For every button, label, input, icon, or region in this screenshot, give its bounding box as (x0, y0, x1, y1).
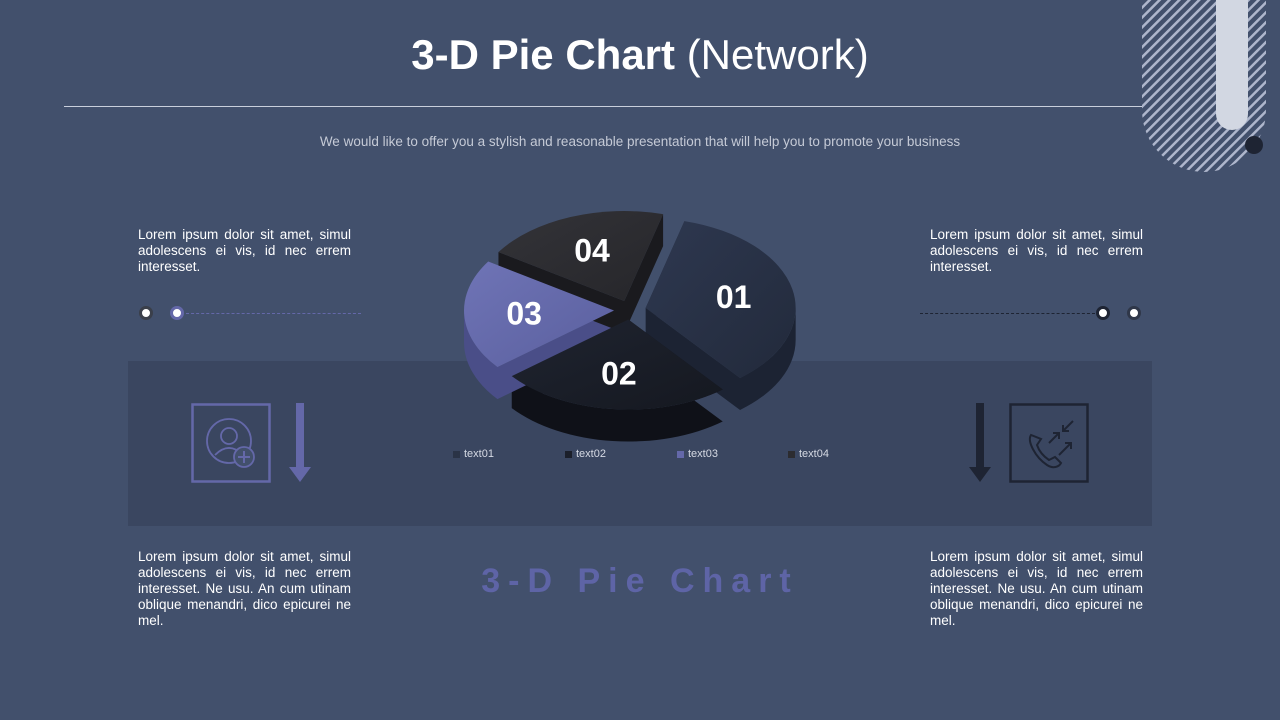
title-divider (64, 106, 1216, 107)
add-user-icon (191, 403, 271, 483)
indicator-dot-left-1 (139, 306, 153, 320)
pie-label-01: 01 (716, 279, 752, 315)
pie-slice-03 (464, 261, 615, 368)
subtitle: We would like to offer you a stylish and… (319, 134, 961, 149)
arrow-down-left-icon (289, 403, 311, 482)
title-light: (Network) (686, 31, 869, 78)
page-title: 3-D Pie Chart (Network) (0, 28, 1280, 82)
pie-slice-02 (511, 319, 723, 410)
legend-item-text01: text01 (453, 447, 494, 461)
legend-label: text04 (799, 448, 829, 460)
footer-word: 3-D Pie Chart (481, 562, 799, 600)
corner-decoration (1142, 0, 1266, 172)
pie-label-03: 03 (506, 295, 542, 331)
text-block-bottom-right: Lorem ipsum dolor sit amet, simul adoles… (930, 549, 1143, 628)
pie-slice-side-02 (511, 319, 723, 442)
legend-label: text02 (576, 448, 606, 460)
legend-label: text03 (688, 448, 718, 460)
legend-swatch (677, 450, 684, 458)
pie-slice-side-04 (498, 214, 664, 334)
pie-chart: 01 02 03 04 (464, 211, 796, 442)
text-block-top-right: Lorem ipsum dolor sit amet, simul adoles… (930, 227, 1143, 274)
legend-item-text04: text04 (788, 447, 829, 461)
indicator-dot-right-2 (1127, 306, 1141, 320)
legend-swatch (788, 450, 795, 458)
title-bold: 3-D Pie Chart (411, 31, 676, 78)
phone-call-icon (1009, 403, 1089, 483)
pie-label-04: 04 (574, 233, 610, 269)
dashed-line-left (186, 313, 361, 315)
dashed-line-right (920, 313, 1095, 315)
text-block-bottom-left: Lorem ipsum dolor sit amet, simul adoles… (138, 549, 351, 628)
pie-slice-04 (498, 211, 664, 302)
legend-label: text01 (464, 448, 494, 460)
legend-item-text03: text03 (677, 447, 718, 461)
legend-swatch (453, 450, 460, 458)
arrow-down-right-icon (969, 403, 991, 482)
pie-slice-01 (645, 221, 796, 378)
text-block-top-left: Lorem ipsum dolor sit amet, simul adoles… (138, 227, 351, 274)
pie-label-02: 02 (601, 355, 637, 391)
legend-item-text02: text02 (565, 447, 606, 461)
legend-swatch (565, 450, 572, 458)
indicator-dot-left-2 (170, 306, 184, 320)
indicator-dot-right-1 (1096, 306, 1110, 320)
